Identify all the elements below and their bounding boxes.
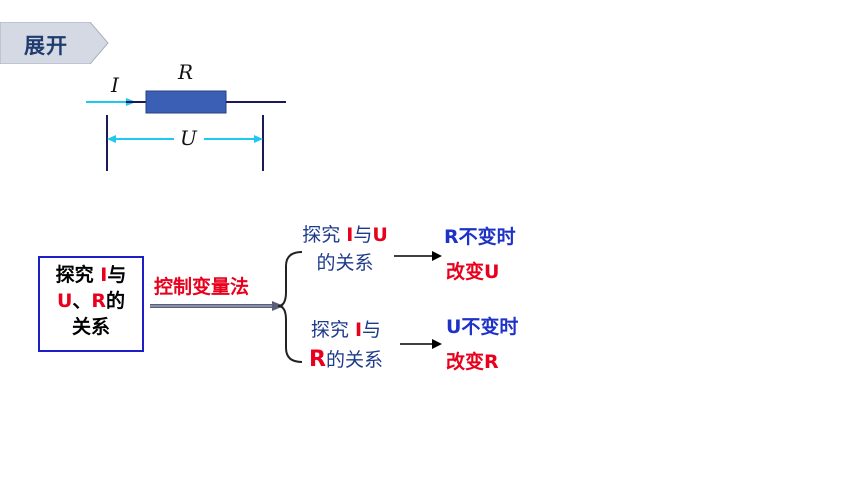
voltage-arrow-left-head xyxy=(107,135,116,143)
result-2-condition: U不变时 xyxy=(446,316,519,338)
result-2-action: 改变R xyxy=(446,351,499,373)
branch-2-line-1: 探究 I与 xyxy=(310,319,382,341)
result-1-condition: R不变时 xyxy=(444,226,516,248)
resistor-label: R xyxy=(178,60,194,84)
topic-line-2: U、R的 xyxy=(56,290,126,312)
branch-1: 探究 I与U 的关系 xyxy=(286,221,404,277)
branch-1-line-1: 探究 I与U xyxy=(302,224,388,246)
topic-line-1: 探究 I与 xyxy=(55,264,127,286)
expand-button-label[interactable]: 展开 xyxy=(24,34,68,58)
branch-2: 探究 I与 R的关系 xyxy=(292,315,400,375)
branch-2-line-2: R的关系 xyxy=(309,347,383,372)
topic-line-3: 关系 xyxy=(71,316,110,338)
topic-box: 探究 I与 U、R的 关系 xyxy=(38,256,144,352)
brace xyxy=(277,251,303,363)
circuit-diagram xyxy=(86,90,286,171)
voltage-label: U xyxy=(180,126,197,150)
method-label: 控制变量法 xyxy=(154,276,250,298)
current-label: I xyxy=(111,73,119,97)
expand-button[interactable] xyxy=(0,22,110,64)
branch-1-line-2: 的关系 xyxy=(316,252,374,274)
voltage-arrow-right-head xyxy=(254,135,263,143)
result-1-action: 改变U xyxy=(446,261,500,283)
